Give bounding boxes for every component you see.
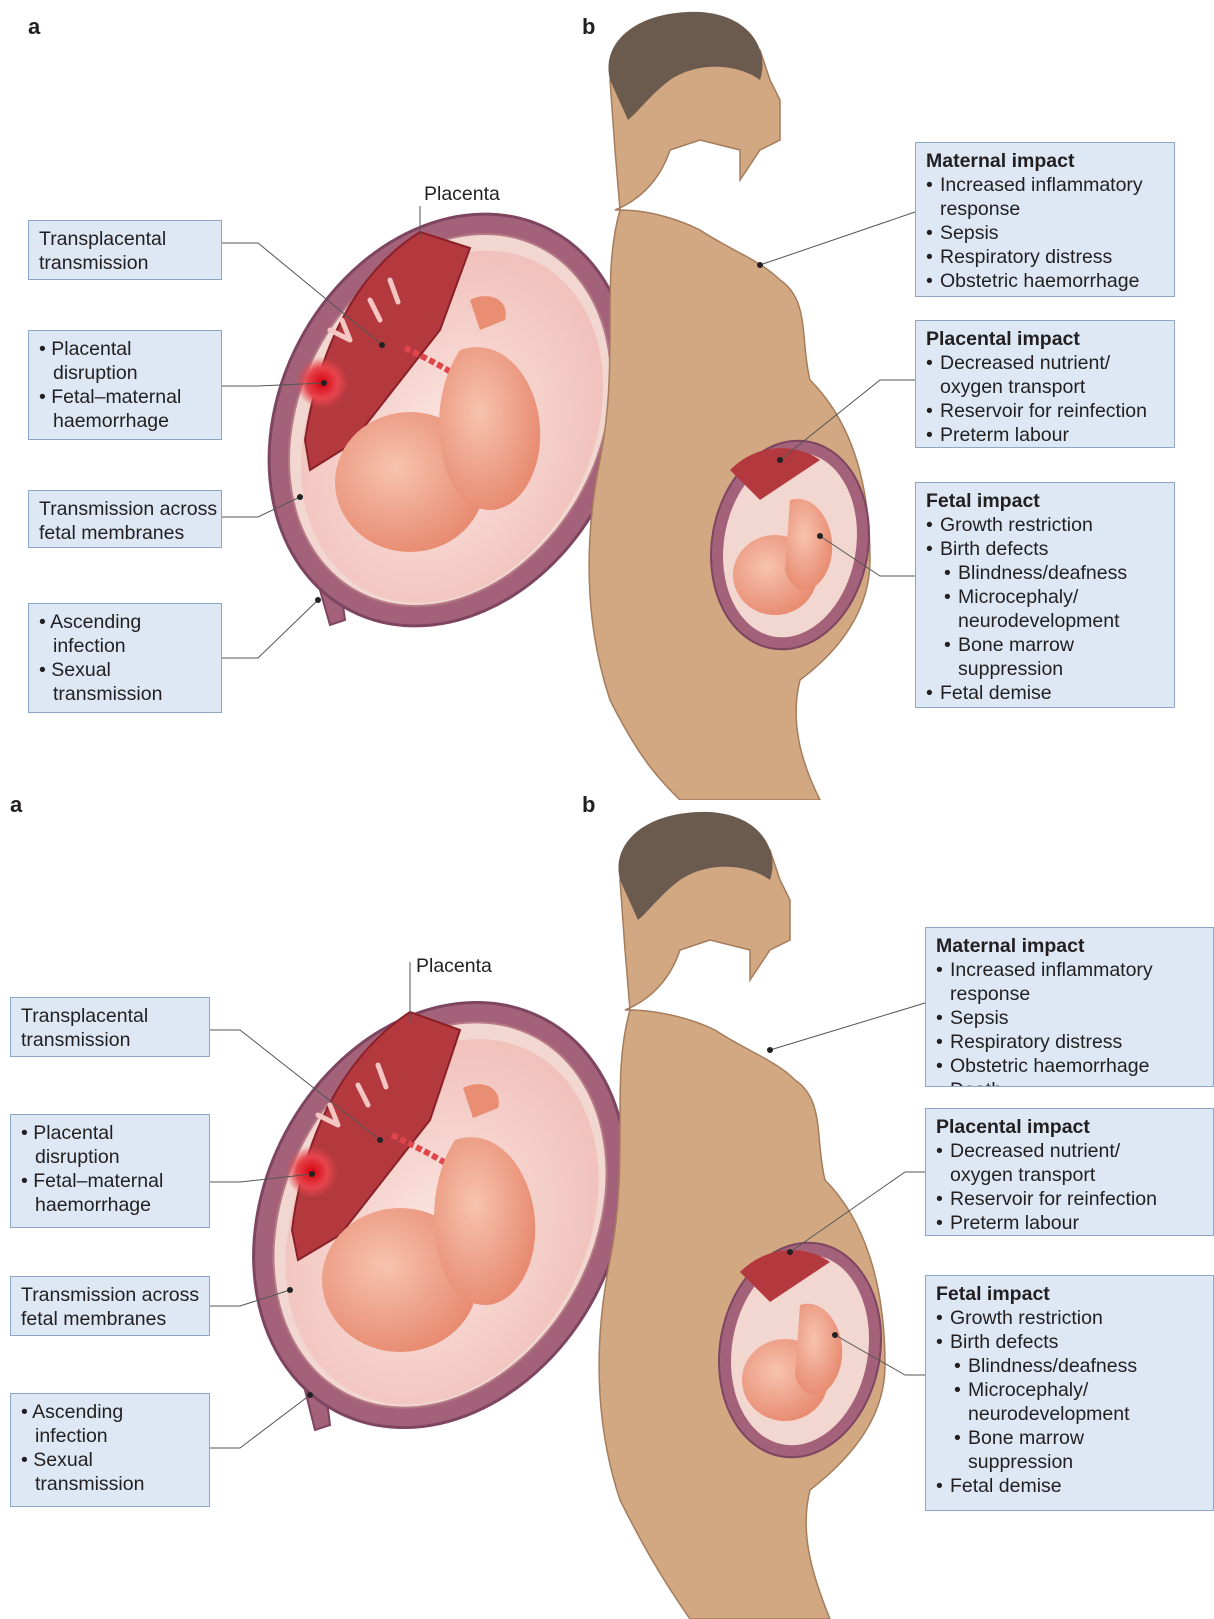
list-item: suppression	[936, 1450, 1213, 1474]
transplacental-box: Transplacental transmission	[10, 997, 210, 1057]
box-line: transmission	[39, 251, 221, 275]
box-line: fetal membranes	[21, 1307, 209, 1331]
fetal-impact-box: Fetal impact Growth restriction Birth de…	[915, 482, 1175, 708]
placental-impact-box: Placental impact Decreased nutrient/ oxy…	[925, 1108, 1214, 1236]
list-item: oxygen transport	[936, 1163, 1213, 1187]
list-item: Death	[936, 1078, 1213, 1087]
list-item: Bone marrow	[926, 633, 1174, 657]
list-item: Bone marrow	[936, 1426, 1213, 1450]
box-title: Placental impact	[926, 327, 1174, 351]
box-line: Transmission across	[39, 497, 221, 521]
list-item: oxygen transport	[926, 375, 1174, 399]
list-item: suppression	[926, 657, 1174, 681]
list-item: Preterm labour	[936, 1211, 1213, 1235]
list-item: Blindness/deafness	[926, 561, 1174, 585]
box-line: • Ascending	[21, 1400, 209, 1424]
list-item: response	[936, 982, 1213, 1006]
box-line: • Sexual	[39, 658, 221, 682]
box-line: transmission	[21, 1472, 209, 1496]
panel-label-a: a	[28, 14, 40, 40]
list-item: neurodevelopment	[936, 1402, 1213, 1426]
box-line: disruption	[39, 361, 221, 385]
box-title: Fetal impact	[936, 1282, 1213, 1306]
box-title: Placental impact	[936, 1115, 1213, 1139]
list-item: Growth restriction	[936, 1306, 1213, 1330]
box-line: • Ascending	[39, 610, 221, 634]
box-line: infection	[21, 1424, 209, 1448]
ascending-infection-box: • Ascending infection • Sexual transmiss…	[10, 1393, 210, 1507]
list-item: Respiratory distress	[936, 1030, 1213, 1054]
placenta-label: Placenta	[416, 955, 492, 978]
maternal-impact-box: Maternal impact Increased inflammatory r…	[925, 927, 1214, 1087]
box-title: Maternal impact	[926, 149, 1174, 173]
maternal-impact-box: Maternal impact Increased inflammatory r…	[915, 142, 1175, 297]
list-item: Birth defects	[926, 537, 1174, 561]
list-item: Obstetric haemorrhage	[926, 269, 1174, 293]
box-line: haemorrhage	[39, 409, 221, 433]
ascending-infection-box: • Ascending infection • Sexual transmiss…	[28, 603, 222, 713]
placental-disruption-box: • Placental disruption • Fetal–maternal …	[28, 330, 222, 440]
box-line: haemorrhage	[21, 1193, 209, 1217]
box-line: fetal membranes	[39, 521, 221, 545]
list-item: Fetal demise	[936, 1474, 1213, 1498]
figure-copy-top: a b Placenta Transplacental transmission…	[0, 0, 1214, 800]
box-line: • Fetal–maternal	[21, 1169, 209, 1193]
panel-label-b: b	[582, 14, 595, 40]
list-item: Decreased nutrient/	[936, 1139, 1213, 1163]
list-item: Fetal demise	[926, 681, 1174, 705]
pregnant-woman-figure	[589, 12, 885, 800]
list-item: Growth restriction	[926, 513, 1174, 537]
placenta-label: Placenta	[424, 183, 500, 206]
box-line: transmission	[39, 682, 221, 706]
box-line: • Placental	[21, 1121, 209, 1145]
list-item: Increased inflammatory	[926, 173, 1174, 197]
list-item: Sepsis	[936, 1006, 1213, 1030]
box-line: Transplacental	[39, 227, 221, 251]
list-item: Blindness/deafness	[936, 1354, 1213, 1378]
box-title: Maternal impact	[936, 934, 1213, 958]
panel-label-a: a	[10, 792, 22, 818]
list-item: Reservoir for reinfection	[936, 1187, 1213, 1211]
list-item: Birth defects	[936, 1330, 1213, 1354]
list-item: neurodevelopment	[926, 609, 1174, 633]
transplacental-box: Transplacental transmission	[28, 220, 222, 280]
box-line: Transmission across	[21, 1283, 209, 1307]
list-item: Increased inflammatory	[936, 958, 1213, 982]
box-title: Fetal impact	[926, 489, 1174, 513]
panel-label-b: b	[582, 792, 595, 818]
fetal-membranes-box: Transmission across fetal membranes	[28, 490, 222, 548]
list-item: Death	[926, 293, 1174, 297]
box-line: disruption	[21, 1145, 209, 1169]
fetal-membranes-box: Transmission across fetal membranes	[10, 1276, 210, 1336]
box-line: • Fetal–maternal	[39, 385, 221, 409]
pregnant-woman-figure	[599, 812, 897, 1619]
list-item: Preterm labour	[926, 423, 1174, 447]
box-line: • Sexual	[21, 1448, 209, 1472]
list-item: Decreased nutrient/	[926, 351, 1174, 375]
list-item: Reservoir for reinfection	[926, 399, 1174, 423]
box-line: transmission	[21, 1028, 209, 1052]
box-line: Transplacental	[21, 1004, 209, 1028]
figure-copy-bottom: a b Placenta Transplacental transmission…	[0, 790, 1214, 1619]
placental-disruption-box: • Placental disruption • Fetal–maternal …	[10, 1114, 210, 1228]
placental-impact-box: Placental impact Decreased nutrient/ oxy…	[915, 320, 1175, 448]
box-line: • Placental	[39, 337, 221, 361]
list-item: response	[926, 197, 1174, 221]
list-item: Microcephaly/	[926, 585, 1174, 609]
list-item: Microcephaly/	[936, 1378, 1213, 1402]
fetal-impact-box: Fetal impact Growth restriction Birth de…	[925, 1275, 1214, 1511]
box-line: infection	[39, 634, 221, 658]
list-item: Respiratory distress	[926, 245, 1174, 269]
list-item: Obstetric haemorrhage	[936, 1054, 1213, 1078]
list-item: Sepsis	[926, 221, 1174, 245]
